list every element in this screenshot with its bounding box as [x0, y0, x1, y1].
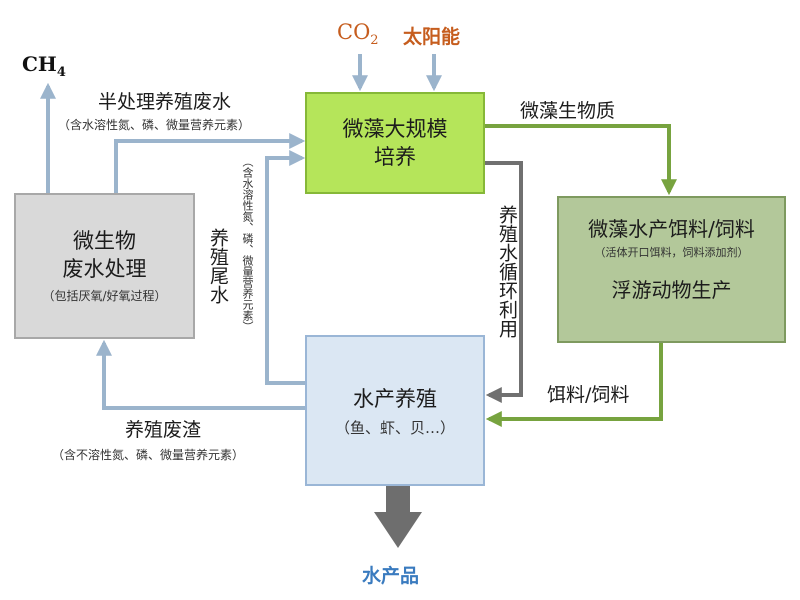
microbial-line2: 废水处理	[62, 257, 147, 281]
co2-subscript: 2	[370, 33, 379, 49]
semi-treated-title: 半处理养殖废水	[98, 91, 232, 113]
zooplankton-production: 浮游动物生产	[611, 278, 732, 302]
aquatic-product-label: 水产品	[362, 565, 420, 587]
aquaculture-box: 水产养殖 （鱼、虾、贝…）	[305, 335, 485, 486]
arrow-biomass-to-feed	[485, 124, 677, 196]
arrow-residue-to-microbial	[96, 339, 305, 410]
ch4-text: CH	[22, 52, 57, 76]
arrow-product-down	[374, 486, 422, 548]
tailwater-title: 养殖尾水	[207, 228, 229, 304]
arrow-semitreated-to-algae	[114, 133, 306, 193]
algae-culture-box: 微藻大规模 培养	[305, 92, 485, 194]
algae-line2: 培养	[374, 145, 416, 169]
biomass-label: 微藻生物质	[520, 100, 616, 122]
microbial-note: （包括厌氧/好氧过程）	[42, 289, 167, 303]
microbial-line1: 微生物	[73, 229, 136, 253]
semi-treated-note: （含水溶性氮、磷、微量营养元素）	[58, 118, 251, 132]
feed-note: （活体开口饵料，饲料添加剂）	[594, 246, 749, 259]
residue-note: （含不溶性氮、磷、微量营养元素）	[52, 448, 245, 462]
microbial-wastewater-box: 微生物 废水处理 （包括厌氧/好氧过程）	[14, 193, 195, 339]
arrow-recycle-to-aquaculture	[485, 161, 523, 403]
feed-output-label: 饵料/饲料	[547, 384, 630, 406]
ch4-subscript: 4	[56, 65, 66, 80]
recycle-label: 养殖水循环利用	[496, 205, 518, 338]
algae-line1: 微藻大规模	[342, 117, 448, 141]
arrow-tailwater-to-algae	[265, 150, 306, 385]
ch4-label: CH4	[22, 52, 66, 80]
arrow-feed-to-aquaculture	[485, 343, 663, 427]
aquaculture-line2: （鱼、虾、贝…）	[334, 418, 455, 437]
solar-label: 太阳能	[403, 26, 461, 48]
algae-feed-box: 微藻水产饵料/饲料 （活体开口饵料，饲料添加剂） 浮游动物生产	[557, 196, 786, 343]
feed-title: 微藻水产饵料/饲料	[588, 217, 755, 241]
residue-title: 养殖废渣	[125, 419, 202, 441]
tailwater-note: （含水溶性氮、磷、微量营养元素）	[241, 156, 254, 332]
co2-text: CO	[337, 20, 371, 44]
co2-label: CO2	[337, 20, 379, 48]
aquaculture-line1: 水产养殖	[353, 386, 437, 411]
